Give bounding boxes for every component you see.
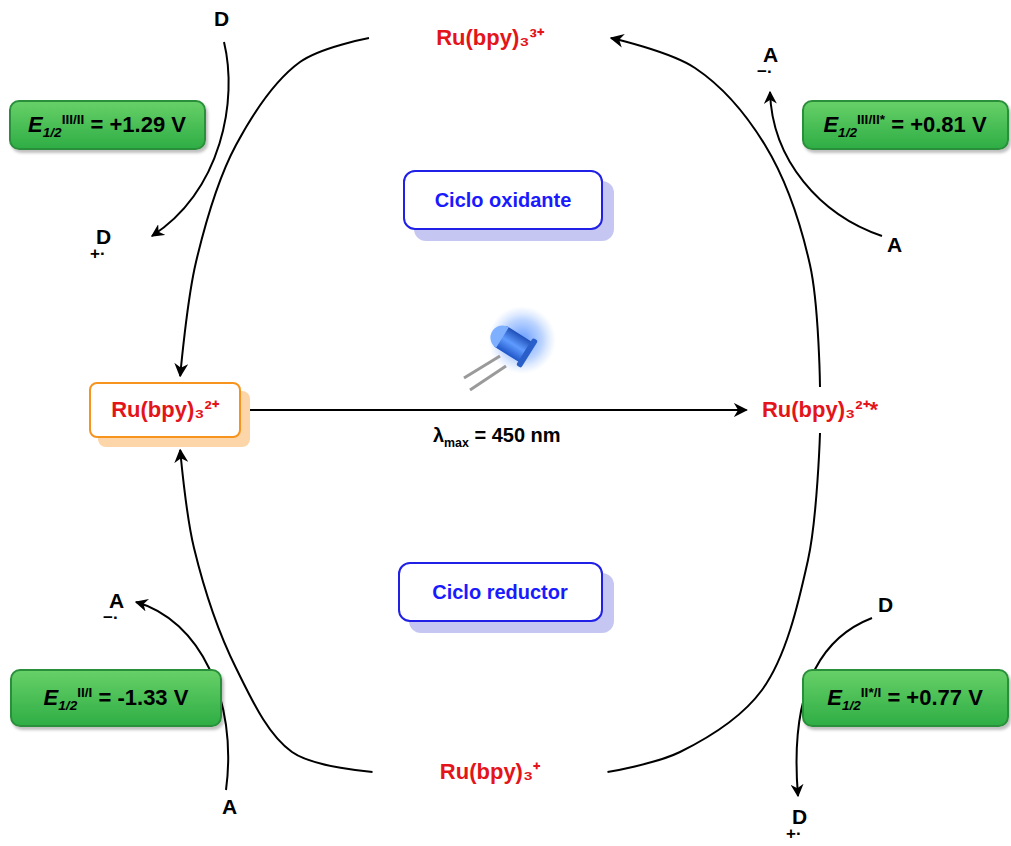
- species-label: A: [222, 796, 237, 817]
- node-text: E1/2II*/I = +0.77 V: [827, 685, 983, 710]
- cycle-box: Ciclo oxidante: [403, 170, 603, 230]
- wavelength-label: λmax = 450 nm: [430, 424, 564, 447]
- led-icon: [464, 306, 556, 390]
- reaction-arrow: [247, 409, 747, 411]
- species-label: D+·: [792, 806, 807, 827]
- node-text: Ciclo reductor: [432, 581, 568, 604]
- reaction-arrow: [611, 38, 820, 387]
- node-text: Ru(bpy)₃²⁺*: [762, 397, 878, 422]
- potential-box: E1/2II*/I = +0.77 V: [802, 669, 1009, 727]
- led-body: [484, 318, 538, 368]
- species-label: A: [887, 234, 902, 255]
- node-text: E1/2III/II = +1.29 V: [28, 112, 186, 137]
- potential-box: E1/2III/II = +1.29 V: [9, 100, 206, 150]
- led-leg: [470, 366, 506, 390]
- cycle-box: Ciclo reductor: [398, 562, 603, 622]
- species-label: A−·: [763, 44, 778, 65]
- node-text: E1/2III/II* = +0.81 V: [823, 112, 986, 137]
- excited-species: Ru(bpy)₃²⁺*: [751, 391, 890, 429]
- ruthenium-species: Ru(bpy)₃⁺: [377, 753, 604, 791]
- reaction-arrow: [608, 433, 821, 772]
- node-text: E1/2II/I = -1.33 V: [44, 685, 189, 710]
- species-label: A−·: [109, 590, 124, 611]
- photocatalyst-box: Ru(bpy)₃²⁺: [89, 382, 241, 438]
- node-text: Ru(bpy)₃²⁺: [111, 397, 219, 422]
- species-label: D: [214, 8, 229, 29]
- node-text: Ru(bpy)₃³⁺: [436, 25, 544, 50]
- ruthenium-species: Ru(bpy)₃³⁺: [373, 19, 607, 57]
- species-label: D+·: [96, 226, 111, 247]
- node-text: Ciclo oxidante: [435, 189, 572, 212]
- potential-box: E1/2III/II* = +0.81 V: [802, 100, 1009, 150]
- potential-box: E1/2II/I = -1.33 V: [10, 669, 222, 727]
- species-label: D: [878, 594, 893, 615]
- node-text: Ru(bpy)₃⁺: [440, 759, 540, 784]
- reaction-arrow: [180, 38, 369, 376]
